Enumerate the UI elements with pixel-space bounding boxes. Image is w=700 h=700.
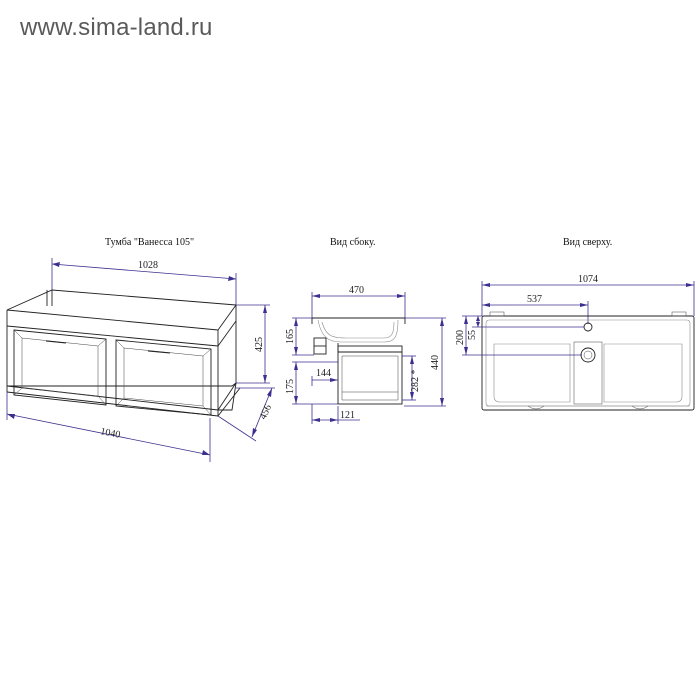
cabinet-body: [6, 289, 241, 417]
handle-right-icon: [147, 350, 171, 354]
front-view-title: Тумба "Ванесса 105": [105, 237, 194, 248]
side-dimension-label-upper: 165: [285, 329, 296, 344]
drawer-right: [115, 339, 212, 416]
side-dimension-label-inner: 282 *: [410, 370, 421, 393]
dimension-label-height: 425: [254, 337, 265, 352]
top-dimension-label-hole-offset: 537: [527, 294, 542, 305]
top-view-title: Вид сверху.: [563, 237, 612, 248]
dimension-bottom-width: 1040: [6, 392, 211, 462]
top-view: Вид сверху. 1074 537: [455, 237, 695, 411]
side-basin: [311, 317, 406, 352]
side-view-title: Вид сбоку.: [330, 237, 375, 248]
dimension-label-top-width: 1028: [138, 260, 158, 271]
side-dimension-label-total: 440: [430, 355, 441, 370]
top-dimension-label-width: 1074: [578, 274, 598, 285]
handle-left-icon: [45, 340, 67, 344]
front-view: Тумба "Ванесса 105" 1028: [6, 237, 275, 462]
drain-hole-icon: [580, 347, 596, 363]
side-dimension-label-shelf: 144: [316, 368, 331, 379]
drawer-left: [13, 329, 107, 406]
side-dimension-shelf: 144: [311, 368, 338, 386]
top-dimension-depth: 200: [455, 315, 582, 356]
dimension-top-width: 1028: [51, 258, 237, 305]
top-dimension-width: 1074: [481, 274, 695, 316]
side-dimension-lower: 175: [285, 361, 338, 405]
dimension-label-bottom-width: 1040: [99, 426, 121, 441]
side-dimension-inner: 282 *: [402, 355, 421, 401]
side-dimension-label-depth: 470: [349, 285, 364, 296]
dimension-label-depth: 456: [258, 403, 274, 421]
top-dimension-label-depth: 200: [455, 330, 466, 345]
side-view: Вид сбоку. 470: [285, 237, 446, 424]
side-cabinet: [313, 337, 403, 405]
top-basin: [481, 311, 695, 411]
side-dimension-depth: 470: [311, 285, 406, 318]
side-dimension-base: 121: [311, 404, 360, 424]
faucet-hole-icon: [583, 322, 593, 332]
side-dimension-label-base: 121: [340, 410, 355, 421]
top-dimension-hole-depth: 55: [467, 316, 584, 340]
dimension-depth: 456: [217, 387, 275, 442]
top-dimension-hole-offset: 537: [482, 294, 589, 324]
side-dimension-total: 440: [404, 317, 446, 407]
side-dimension-label-lower: 175: [285, 379, 296, 394]
top-dimension-label-hole-depth: 55: [467, 330, 478, 340]
side-dimension-upper: 165: [285, 317, 314, 356]
dimension-height: 425: [236, 304, 270, 384]
watermark-text: www.sima-land.ru: [20, 14, 213, 41]
